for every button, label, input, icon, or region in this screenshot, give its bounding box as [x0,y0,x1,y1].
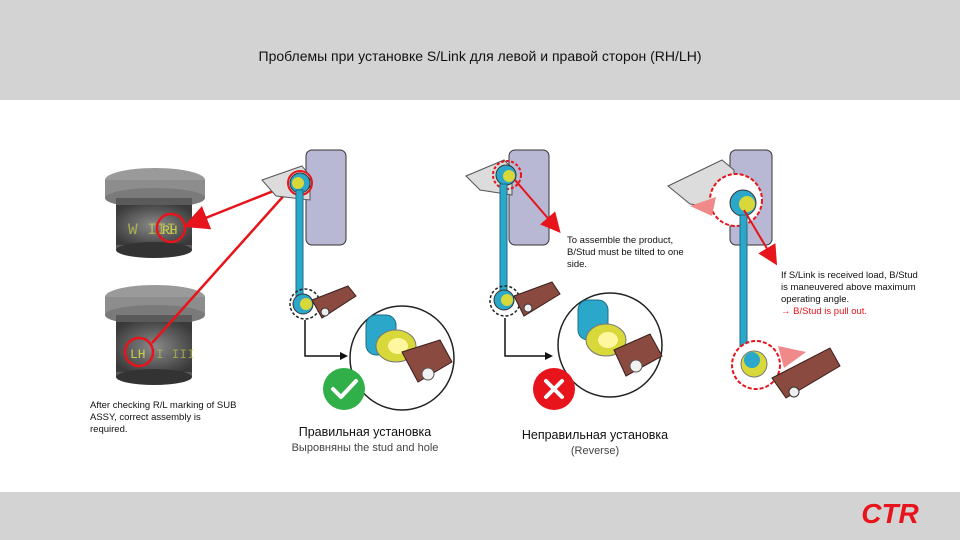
left-note: After checking R/L marking of SUB ASSY, … [90,400,237,435]
bushing-photo-rh: W III RH [105,168,205,258]
failure-note: If S/Link is received load, B/Stud is ma… [781,270,918,305]
correct-title: Правильная установка [298,425,432,439]
incorrect-subtitle: (Reverse) [570,445,620,457]
lh-mark-label: LH [130,347,146,362]
incorrect-note: To assemble the product, B/Stud must be … [567,235,684,270]
incorrect-assembly-drawing [465,149,663,410]
correct-subtitle: Выровняны the stud and hole [291,442,439,454]
ctr-logo: CTR [861,498,919,529]
header-bar [0,0,960,100]
svg-text:I III: I III [156,347,195,362]
rh-mark-label: RH [162,223,178,238]
lh-mark-circle [123,336,155,368]
logo-text: CTR [861,498,919,529]
svg-text:W III: W III [128,221,176,239]
footer-bar [0,492,960,540]
failure-result: → B/Stud is pull out. [781,306,868,317]
arrow-to-lh [151,181,297,344]
page-title: Проблемы при установке S/Link для левой … [258,48,702,64]
correct-assembly-drawing [261,149,455,411]
check-icon [323,368,365,410]
incorrect-title: Неправильная установка [521,428,669,442]
failure-drawing [667,149,841,399]
